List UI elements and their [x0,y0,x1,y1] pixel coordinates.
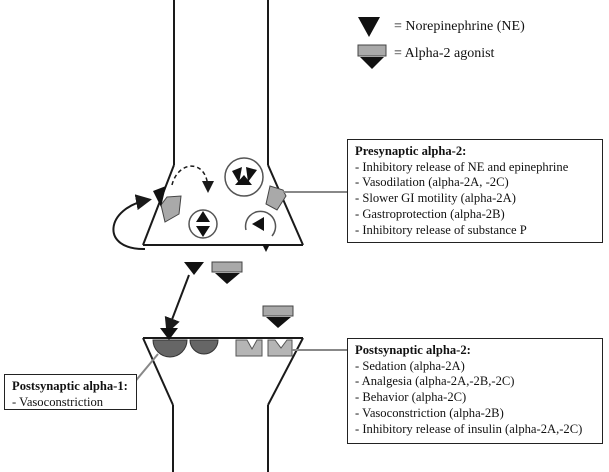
postsynaptic-alpha1-connector-line [132,353,159,385]
postsynaptic-alpha1-list: - Vasoconstriction [12,395,129,411]
alpha2-agonist-legend-icon [357,44,387,69]
list-item: - Inhibitory release of substance P [355,222,527,237]
legend-alpha2-agonist-label: = Alpha-2 agonist [394,46,495,61]
feedback-arrow [112,194,152,251]
postsynaptic-alpha2-title: Postsynaptic alpha-2: [355,343,471,357]
vesicle-icon [188,209,218,239]
presynaptic-alpha2-receptor-right [265,185,287,211]
postsynaptic-alpha1-box: Postsynaptic alpha-1: - Vasoconstriction [4,374,137,410]
recycle-dashed-arrow [171,165,214,193]
presynaptic-alpha2-title: Presynaptic alpha-2: [355,144,467,158]
alpha2-agonist-icon [262,305,294,328]
list-item: - Inhibitory release of NE and epinephri… [355,159,569,174]
presynaptic-alpha2-receptor-left [153,186,182,223]
presynaptic-alpha2-list: - Inhibitory release of NE and epinephri… [355,160,595,239]
postsynaptic-alpha1-receptor [152,328,188,358]
list-item: - Vasodilation (alpha-2A, -2C) [355,175,509,190]
postsynaptic-alpha2-receptor [267,339,293,357]
norepinephrine-icon [184,262,204,275]
list-item: - Slower GI motility (alpha-2A) [355,191,516,206]
postsynaptic-alpha1-receptor [189,339,219,355]
presynaptic-alpha2-box: Presynaptic alpha-2: - Inhibitory releas… [347,139,603,243]
list-item: - Sedation (alpha-2A) [355,358,465,373]
postsynaptic-alpha2-receptor [235,339,263,357]
postsynaptic-alpha1-title: Postsynaptic alpha-1: [12,379,128,393]
vesicle-icon [244,210,277,237]
list-item: - Vasoconstriction (alpha-2B) [355,405,504,420]
vesicle-icon [224,157,264,197]
release-arrow [164,274,190,334]
list-item: - Analgesia (alpha-2A,-2B,-2C) [355,374,515,389]
presynaptic-terminal [142,0,304,246]
list-item: - Gastroprotection (alpha-2B) [355,206,505,221]
norepinephrine-icon [262,244,270,252]
list-item: - Vasoconstriction [12,394,104,409]
postsynaptic-alpha2-list: - Sedation (alpha-2A) - Analgesia (alpha… [355,359,595,438]
legend-norepinephrine-label: = Norepinephrine (NE) [394,19,525,34]
postsynaptic-alpha2-box: Postsynaptic alpha-2: - Sedation (alpha-… [347,338,603,444]
list-item: - Behavior (alpha-2C) [355,390,467,405]
norepinephrine-legend-icon [358,17,380,37]
list-item: - Inhibitory release of insulin (alpha-2… [355,421,583,436]
alpha2-agonist-icon [211,261,243,284]
postsynaptic-terminal [142,337,304,472]
